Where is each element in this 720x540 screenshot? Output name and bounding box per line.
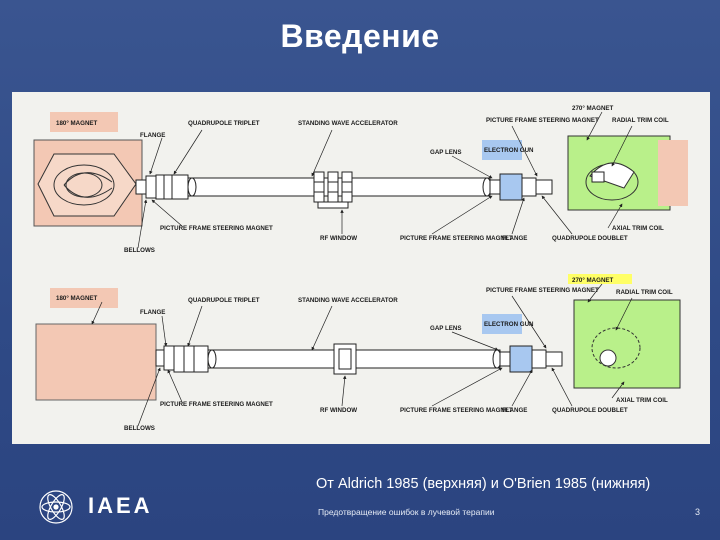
linac-diagrams-svg: 180° MAGNET FLANGE QUADRUPOLE TRIPLET ST… (33, 105, 688, 432)
label-pf-steering-bl-bottom: PICTURE FRAME STEERING MAGNET (160, 401, 273, 408)
footer-text: Предотвращение ошибок в лучевой терапии (318, 507, 495, 517)
label-quad-doublet-bottom: QUADRUPOLE DOUBLET (552, 407, 628, 414)
bottom-diagram (35, 288, 681, 401)
label-270-magnet-top: 270° MAGNET (572, 105, 614, 112)
iaea-logo (39, 490, 73, 524)
label-electron-gun-top: ELECTRON GUN (484, 147, 534, 154)
label-rf-window-bottom: RF WINDOW (320, 407, 357, 414)
label-pf-steering-br-bottom: PICTURE FRAME STEERING MAGNET (400, 407, 513, 414)
top-diagram-labels: 180° MAGNET FLANGE QUADRUPOLE TRIPLET ST… (56, 105, 669, 254)
label-180-magnet-bottom: 180° MAGNET (56, 295, 98, 302)
label-gap-lens-top: GAP LENS (430, 149, 462, 156)
label-bellows-top: BELLOWS (124, 247, 155, 254)
label-pf-steering-bl-top: PICTURE FRAME STEERING MAGNET (160, 225, 273, 232)
label-pf-steering-top: PICTURE FRAME STEERING MAGNET (486, 117, 599, 124)
label-radial-trim-bottom: RADIAL TRIM COIL (616, 289, 673, 296)
label-flange-top: FLANGE (140, 132, 165, 139)
label-180-magnet-top: 180° MAGNET (56, 120, 98, 127)
label-flange-right-top: FLANGE (502, 235, 527, 242)
label-pf-steering-bottom: PICTURE FRAME STEERING MAGNET (486, 287, 599, 294)
figure-caption: От Aldrich 1985 (верхняя) и O'Brien 1985… (316, 476, 651, 492)
bottom-diagram-labels: 180° MAGNET FLANGE QUADRUPOLE TRIPLET ST… (56, 274, 673, 432)
page-number: 3 (694, 507, 700, 517)
label-rf-window-top: RF WINDOW (320, 235, 357, 242)
top-diagram-leaders (137, 111, 633, 249)
label-axial-trim-top: AXIAL TRIM COIL (612, 225, 664, 232)
iaea-atom-emblem-icon (39, 490, 73, 524)
label-quad-doublet-top: QUADRUPOLE DOUBLET (552, 235, 628, 242)
label-pf-steering-br-top: PICTURE FRAME STEERING MAGNET (400, 235, 513, 242)
label-flange-bottom: FLANGE (140, 309, 165, 316)
bottom-diagram-leaders (91, 283, 633, 427)
label-radial-trim-top: RADIAL TRIM COIL (612, 117, 669, 124)
label-flange-right-bottom: FLANGE (502, 407, 527, 414)
label-quad-triplet-top: QUADRUPOLE TRIPLET (188, 120, 260, 127)
slide-title: Введение (280, 18, 440, 54)
label-electron-gun-bottom: ELECTRON GUN (484, 321, 534, 328)
label-axial-trim-bottom: AXIAL TRIM COIL (616, 397, 668, 404)
label-bellows-bottom: BELLOWS (124, 425, 155, 432)
label-standing-wave-top: STANDING WAVE ACCELERATOR (298, 120, 398, 127)
top-diagram (33, 112, 688, 227)
label-quad-triplet-bottom: QUADRUPOLE TRIPLET (188, 297, 260, 304)
label-gap-lens-bottom: GAP LENS (430, 325, 462, 332)
linac-diagram-figure: 180° MAGNET FLANGE QUADRUPOLE TRIPLET ST… (12, 92, 710, 444)
iaea-logo-text: IAEA (88, 493, 153, 518)
label-standing-wave-bottom: STANDING WAVE ACCELERATOR (298, 297, 398, 304)
label-270-magnet-bottom: 270° MAGNET (572, 277, 614, 284)
